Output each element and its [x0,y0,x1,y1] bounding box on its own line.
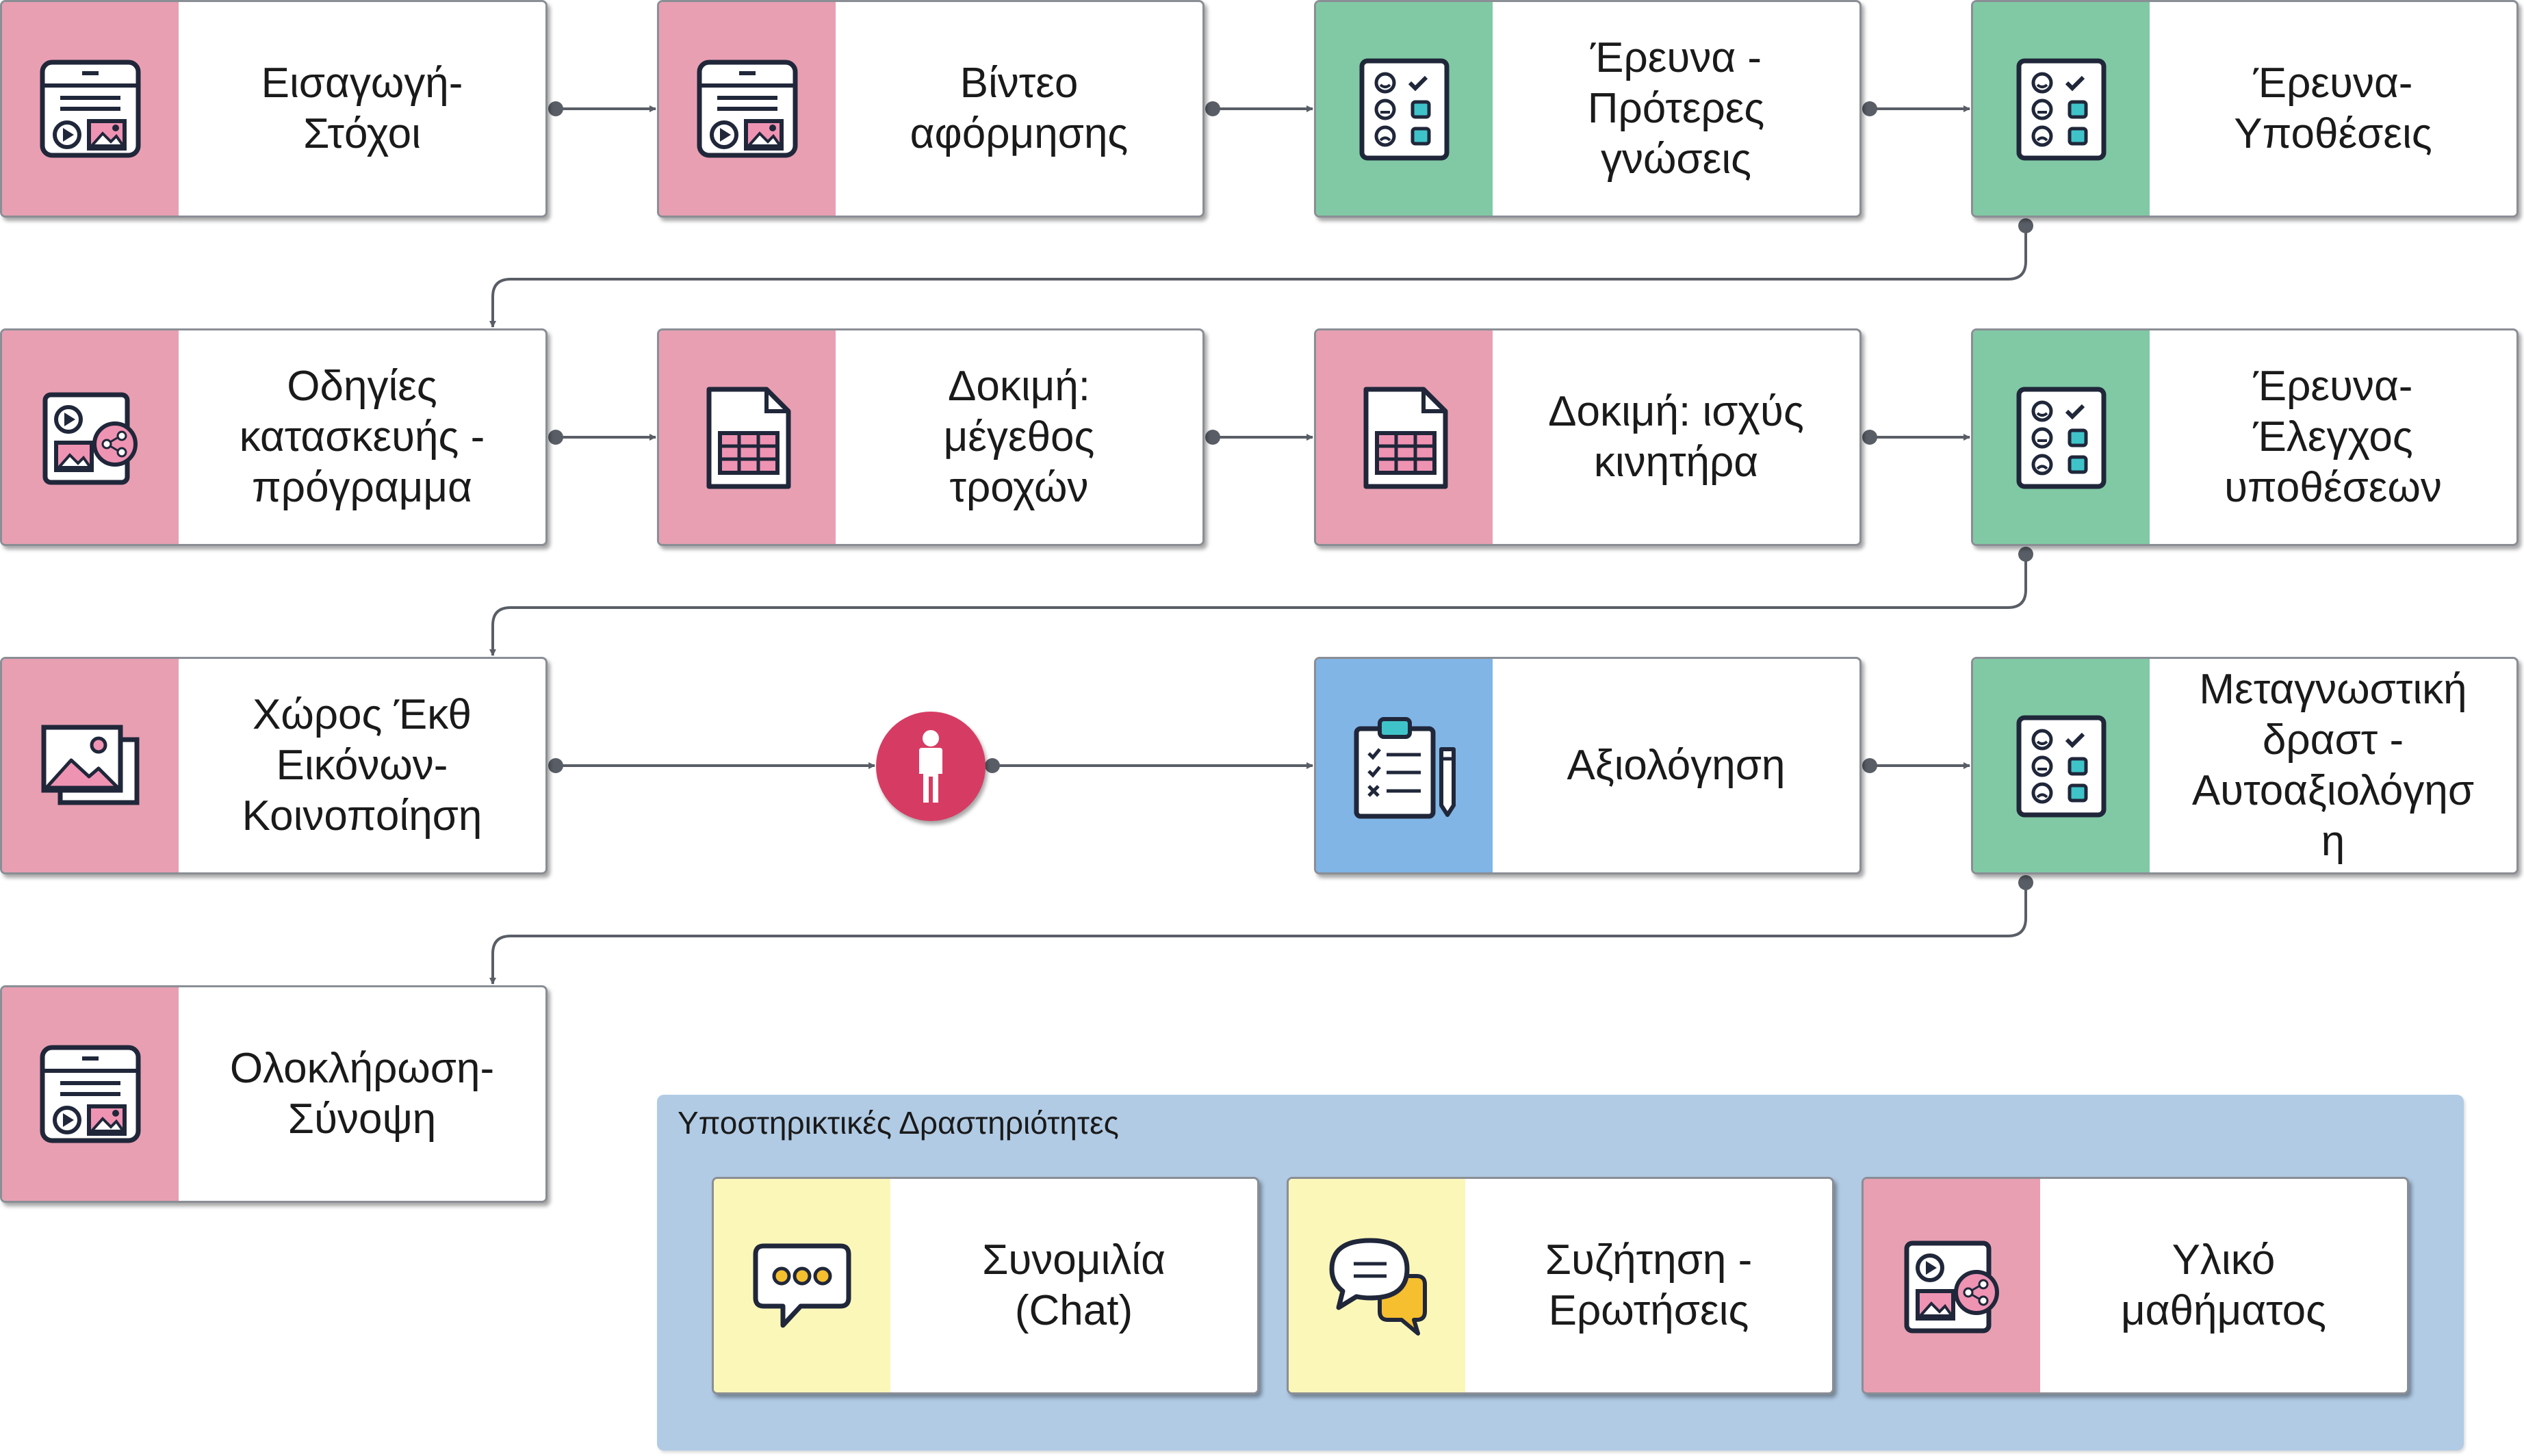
support-node-3[interactable]: Υλικό μαθήματος [1862,1177,2409,1394]
node-label: Συζήτηση - Ερωτήσεις [1545,1236,1753,1334]
step-node-8[interactable]: Έρευνα- Έλεγχος υποθέσεων [1971,328,2519,546]
shared-media-icon [42,392,138,485]
node-label: Μεταγνωστική δραστ - Αυτοαξιολόγησ η [2191,666,2475,865]
node-icon-band [1864,1179,2040,1392]
image-gallery-icon [41,725,140,805]
flow-wrap-arrow [489,883,2027,985]
node-icon-band [2,987,179,1201]
node-label: Δοκιμή: μέγεθος τροχών [943,363,1095,511]
node-label: Υλικό μαθήματος [2120,1236,2327,1334]
step-node-1[interactable]: Εισαγωγή- Στόχοι [0,0,548,218]
presentation-icon [697,60,798,158]
node-label: Χώρος Έκθ Εικόνων- Κοινοποίηση [242,691,482,840]
node-icon-band [659,330,836,544]
node-label: Οδηγίες κατασκευής - πρόγραμμα [239,363,485,511]
node-icon-band [1973,330,2150,544]
node-icon-band [2,659,179,872]
survey-icon [2016,58,2107,161]
node-icon-band [2,2,179,216]
shared-media-icon [1904,1240,1999,1334]
spreadsheet-icon [1363,387,1448,489]
panel-title: Υποστηρικτικές Δραστηριότητες [678,1105,1119,1141]
survey-icon [1359,58,1450,161]
node-label: Ολοκλήρωση- Σύνοψη [229,1045,495,1143]
person-icon [919,730,942,803]
survey-icon [2016,715,2107,818]
step-node-10[interactable]: Αξιολόγηση [1314,657,1862,874]
step-node-3[interactable]: Έρευνα - Πρότερες γνώσεις [1314,0,1862,218]
node-icon-band [1973,2,2150,216]
step-node-7[interactable]: Δοκιμή: ισχύς κινητήρα [1314,328,1862,546]
support-node-1[interactable]: Συνομιλία (Chat) [712,1177,1259,1394]
node-label: Έρευνα - Πρότερες γνώσεις [1587,34,1765,183]
node-icon-band [2,330,179,544]
node-icon-band [659,2,836,216]
node-icon-band [1316,659,1493,872]
node-label: Βίντεο αφόρμησης [910,60,1129,157]
person-marker [876,712,986,821]
step-node-11[interactable]: Μεταγνωστική δραστ - Αυτοαξιολόγησ η [1971,657,2519,874]
spreadsheet-icon [706,387,791,489]
node-label: Δοκιμή: ισχύς κινητήρα [1548,388,1804,486]
node-label: Συνομιλία (Chat) [982,1236,1166,1334]
node-icon-band [1289,1179,1465,1392]
support-node-2[interactable]: Συζήτηση - Ερωτήσεις [1287,1177,1834,1394]
step-node-9[interactable]: Χώρος Έκθ Εικόνων- Κοινοποίηση [0,657,548,874]
node-label: Εισαγωγή- Στόχοι [261,60,463,157]
step-node-5[interactable]: Οδηγίες κατασκευής - πρόγραμμα [0,328,548,546]
node-icon-band [1316,330,1493,544]
node-label: Αξιολόγηση [1567,742,1786,789]
node-label: Έρευνα- Έλεγχος υποθέσεων [2224,363,2442,511]
node-icon-band [1316,2,1493,216]
survey-icon [2016,387,2107,489]
step-node-12[interactable]: Ολοκλήρωση- Σύνοψη [0,985,548,1203]
step-node-6[interactable]: Δοκιμή: μέγεθος τροχών [657,328,1205,546]
discussion-icon [1329,1238,1427,1336]
presentation-icon [40,60,141,158]
step-node-2[interactable]: Βίντεο αφόρμησης [657,0,1205,218]
node-icon-band [1973,659,2150,872]
step-node-4[interactable]: Έρευνα- Υποθέσεις [1971,0,2519,218]
clipboard-checklist-icon [1354,717,1456,819]
flow-wrap-arrow [489,554,2027,656]
node-icon-band [714,1179,890,1392]
flow-wrap-arrow [489,226,2027,328]
node-label: Έρευνα- Υποθέσεις [2234,60,2432,157]
presentation-icon [40,1045,141,1143]
chat-bubble-icon [753,1243,851,1328]
